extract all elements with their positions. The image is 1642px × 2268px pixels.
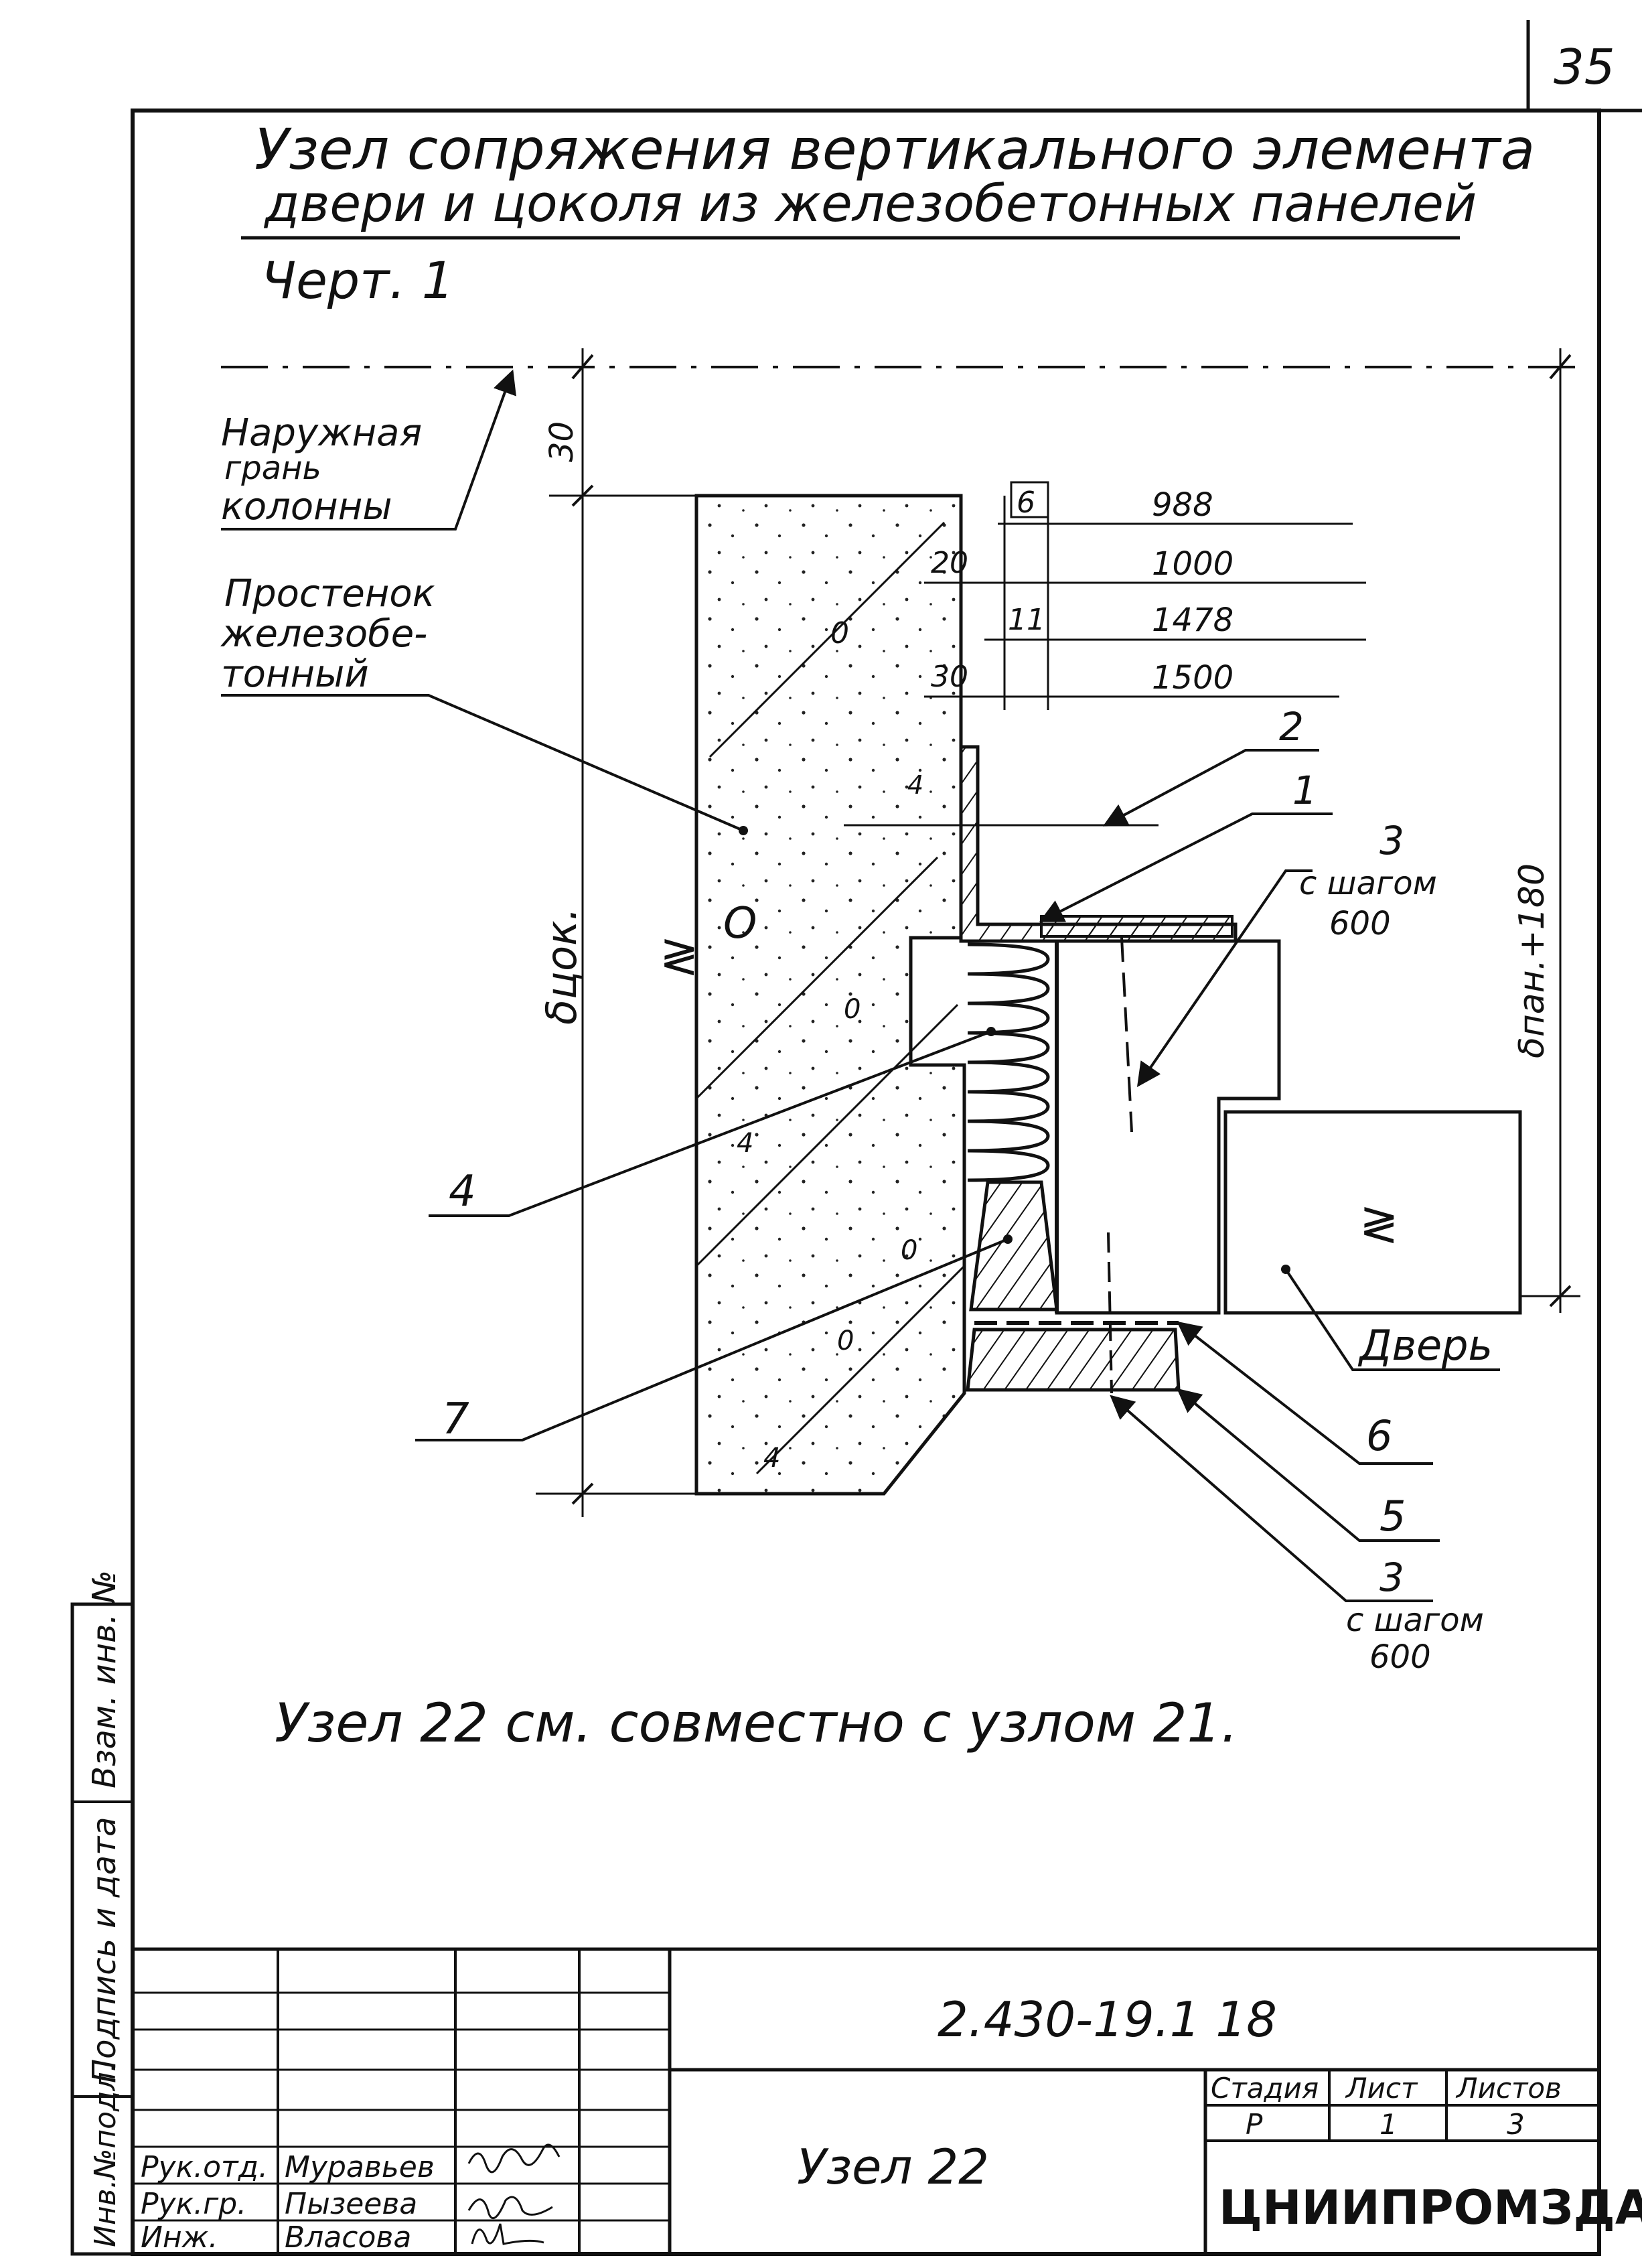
svg-text:0: 0 bbox=[837, 1326, 854, 1356]
title-block: 2.430-19.1 18 Узел 22 Стадия Лист Листов… bbox=[131, 1947, 1642, 2256]
callout-pier-3: тонный bbox=[221, 652, 369, 696]
callout-item-5: 5 bbox=[1379, 1492, 1406, 1541]
person-2-role: Инж. bbox=[141, 2220, 218, 2255]
dim-6: 6 bbox=[1017, 486, 1035, 520]
callout-item-1: 1 bbox=[1292, 768, 1317, 813]
title-line-1: Узел сопряжения вертикального элемента bbox=[254, 117, 1535, 182]
svg-text:0: 0 bbox=[901, 1235, 917, 1266]
concrete-pier bbox=[694, 494, 966, 1496]
sheets-value: 3 bbox=[1507, 2108, 1525, 2141]
svg-text:O: O bbox=[723, 899, 757, 948]
dim-b-tsok: δцок. bbox=[537, 908, 586, 1025]
drawing-number: Черт. 1 bbox=[261, 251, 454, 310]
svg-text:0: 0 bbox=[844, 994, 861, 1025]
callout-item-2: 2 bbox=[1279, 704, 1304, 750]
person-1-name: Пызеева bbox=[285, 2187, 417, 2221]
steel-angle bbox=[959, 745, 1238, 943]
callout-pier-2: железобе- bbox=[220, 612, 427, 656]
callout-outer-face-2: грань bbox=[224, 449, 321, 487]
side-stamp-inv-no: Инв.№подл. bbox=[88, 2062, 123, 2247]
dim-30-top: 30 bbox=[543, 421, 581, 462]
title: Узел сопряжения вертикального элемента д… bbox=[241, 117, 1535, 310]
svg-text:4: 4 bbox=[737, 1128, 753, 1159]
side-stamp: Взам. инв. № Подпись и дата Инв.№подл. bbox=[70, 1570, 135, 2256]
organization: ЦНИИПРОМЗДАНИЙ bbox=[1219, 2180, 1642, 2235]
callout-item-6: 6 bbox=[1366, 1411, 1392, 1460]
signature-3 bbox=[471, 2223, 544, 2245]
svg-text:0: 0 bbox=[830, 616, 849, 650]
callout-item-3-bottom-line1: с шагом bbox=[1346, 1602, 1484, 1639]
sheet-label: Лист bbox=[1345, 2072, 1418, 2105]
callout-outer-face-3: колонны bbox=[221, 485, 392, 528]
dim-1500: 1500 bbox=[1152, 659, 1234, 697]
svg-text:≷: ≷ bbox=[1359, 1196, 1399, 1251]
signature-1 bbox=[467, 2143, 561, 2174]
dim-988: 988 bbox=[1152, 486, 1213, 524]
dim-1000: 1000 bbox=[1152, 545, 1234, 583]
sheets-label: Листов bbox=[1455, 2072, 1562, 2105]
svg-text:4: 4 bbox=[763, 1443, 780, 1474]
callout-item-7: 7 bbox=[442, 1395, 469, 1444]
stage-label: Стадия bbox=[1211, 2072, 1319, 2105]
stage-value: Р bbox=[1246, 2108, 1263, 2141]
person-1-role: Рук.гр. bbox=[141, 2187, 246, 2221]
dim-20: 20 bbox=[931, 546, 968, 580]
doc-code: 2.430-19.1 18 bbox=[938, 1991, 1277, 2048]
side-stamp-sign-date: Подпись и дата bbox=[86, 1817, 123, 2083]
person-0-name: Муравьев bbox=[285, 2150, 435, 2184]
callout-item-4: 4 bbox=[449, 1167, 476, 1216]
insulation-gasket bbox=[967, 942, 1050, 1182]
person-0-role: Рук.отд. bbox=[141, 2150, 268, 2184]
section-detail: 0 O 0 0 0 4 4 4 ≷ ≷ bbox=[220, 348, 1580, 1676]
bottom-wood-block bbox=[966, 1328, 1181, 1392]
callout-pier-1: Простенок bbox=[224, 572, 435, 616]
steel-plate bbox=[1040, 915, 1234, 938]
person-2-name: Власова bbox=[285, 2220, 411, 2255]
page-number-box: 35 bbox=[1526, 20, 1642, 113]
dim-b-pan: δпан.+180 bbox=[1512, 863, 1552, 1058]
dim-30-mid: 30 bbox=[931, 660, 968, 694]
dim-1478: 1478 bbox=[1152, 601, 1234, 639]
title-line-2: двери и цоколя из железобетонных панелей bbox=[263, 173, 1477, 233]
callout-outer-face-1: Наружная bbox=[221, 411, 422, 455]
callout-item-3-bottom-line2: 600 bbox=[1369, 1638, 1431, 1676]
callout-item-3-top-line2: 600 bbox=[1329, 905, 1391, 942]
sheet-value: 1 bbox=[1379, 2108, 1398, 2141]
callout-item-3-top-line1: с шагом bbox=[1299, 865, 1437, 902]
callout-item-3-top-num: 3 bbox=[1379, 818, 1404, 863]
svg-text:≷: ≷ bbox=[660, 928, 699, 983]
sheet-title: Узел 22 bbox=[797, 2139, 989, 2195]
signature-2 bbox=[467, 2196, 553, 2220]
callout-door: Дверь bbox=[1357, 1321, 1493, 1370]
side-stamp-replace-inv: Взам. инв. № bbox=[86, 1570, 123, 1788]
svg-text:4: 4 bbox=[907, 770, 923, 800]
callout-item-3-bottom-num: 3 bbox=[1379, 1555, 1404, 1600]
dim-11: 11 bbox=[1008, 603, 1045, 637]
page-number: 35 bbox=[1554, 39, 1615, 95]
note: Узел 22 см. совместно с узлом 21. bbox=[275, 1692, 1238, 1754]
wooden-wedge bbox=[969, 1180, 1059, 1312]
door-leaf bbox=[1223, 1110, 1522, 1315]
